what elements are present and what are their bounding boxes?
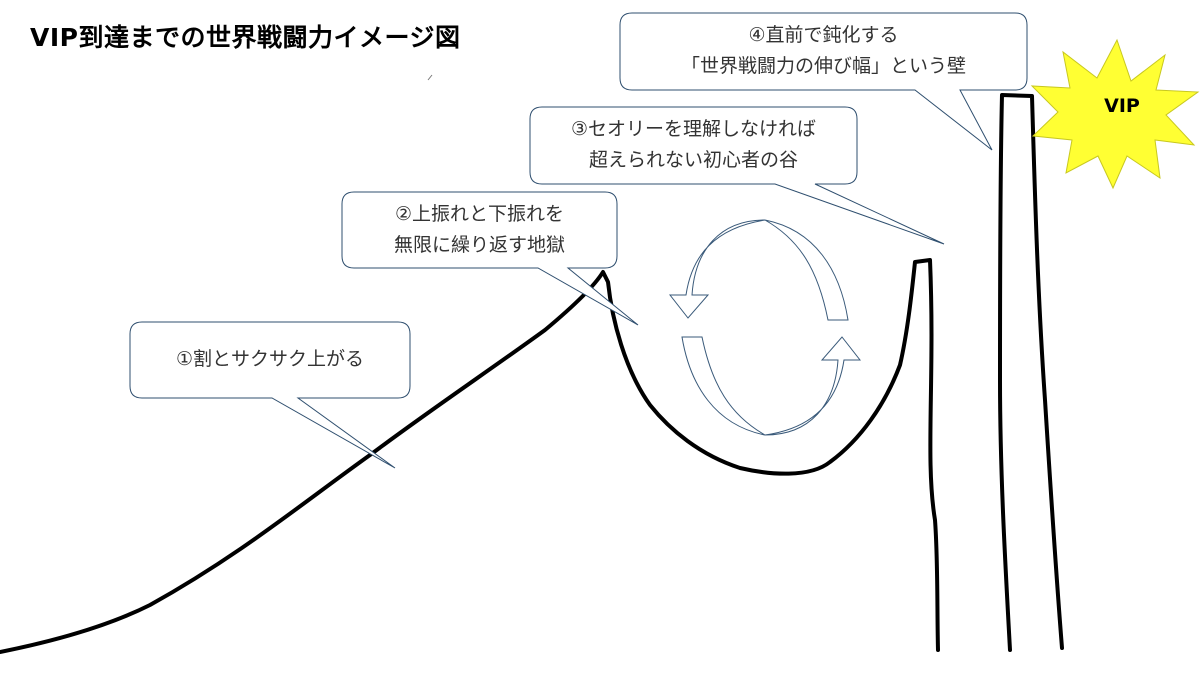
callout-4-text: ④直前で鈍化する 「世界戦闘力の伸び幅」という壁 — [620, 20, 1027, 82]
cycle-arrow-bottom-icon — [681, 336, 862, 436]
callout-4-line-2: 「世界戦闘力の伸び幅」という壁 — [680, 55, 966, 77]
vip-starburst-icon — [1030, 38, 1200, 190]
vip-label: VIP — [1104, 95, 1140, 117]
callout-3-bubble — [529, 106, 945, 245]
stray-mark — [427, 74, 433, 81]
callout-3-line-2: 超えられない初心者の谷 — [588, 149, 798, 171]
callout-2-text: ②上振れと下振れを 無限に繰り返す地獄 — [342, 199, 617, 261]
cycle-arrow-top-icon — [668, 219, 849, 321]
callout-1-text: ①割とサクサク上がる — [130, 344, 410, 375]
callout-1-line-1: ①割とサクサク上がる — [175, 348, 365, 370]
callout-4-bubble — [619, 12, 1028, 151]
callout-2-line-2: 無限に繰り返す地獄 — [393, 234, 565, 256]
cycle-arrows — [668, 219, 862, 436]
vip-wall — [998, 93, 1064, 652]
diagram-title: VIP到達までの世界戦闘力イメージ図 — [30, 23, 461, 52]
callout-2-bubble — [341, 191, 639, 326]
progress-curve — [0, 258, 940, 654]
callout-3-line-1: ③セオリーを理解しなければ — [570, 118, 817, 140]
callout-1-bubble — [129, 321, 411, 469]
callout-4-line-1: ④直前で鈍化する — [748, 24, 899, 46]
callout-2-line-1: ②上振れと下振れを — [394, 203, 565, 225]
callout-3-text: ③セオリーを理解しなければ 超えられない初心者の谷 — [530, 114, 857, 176]
